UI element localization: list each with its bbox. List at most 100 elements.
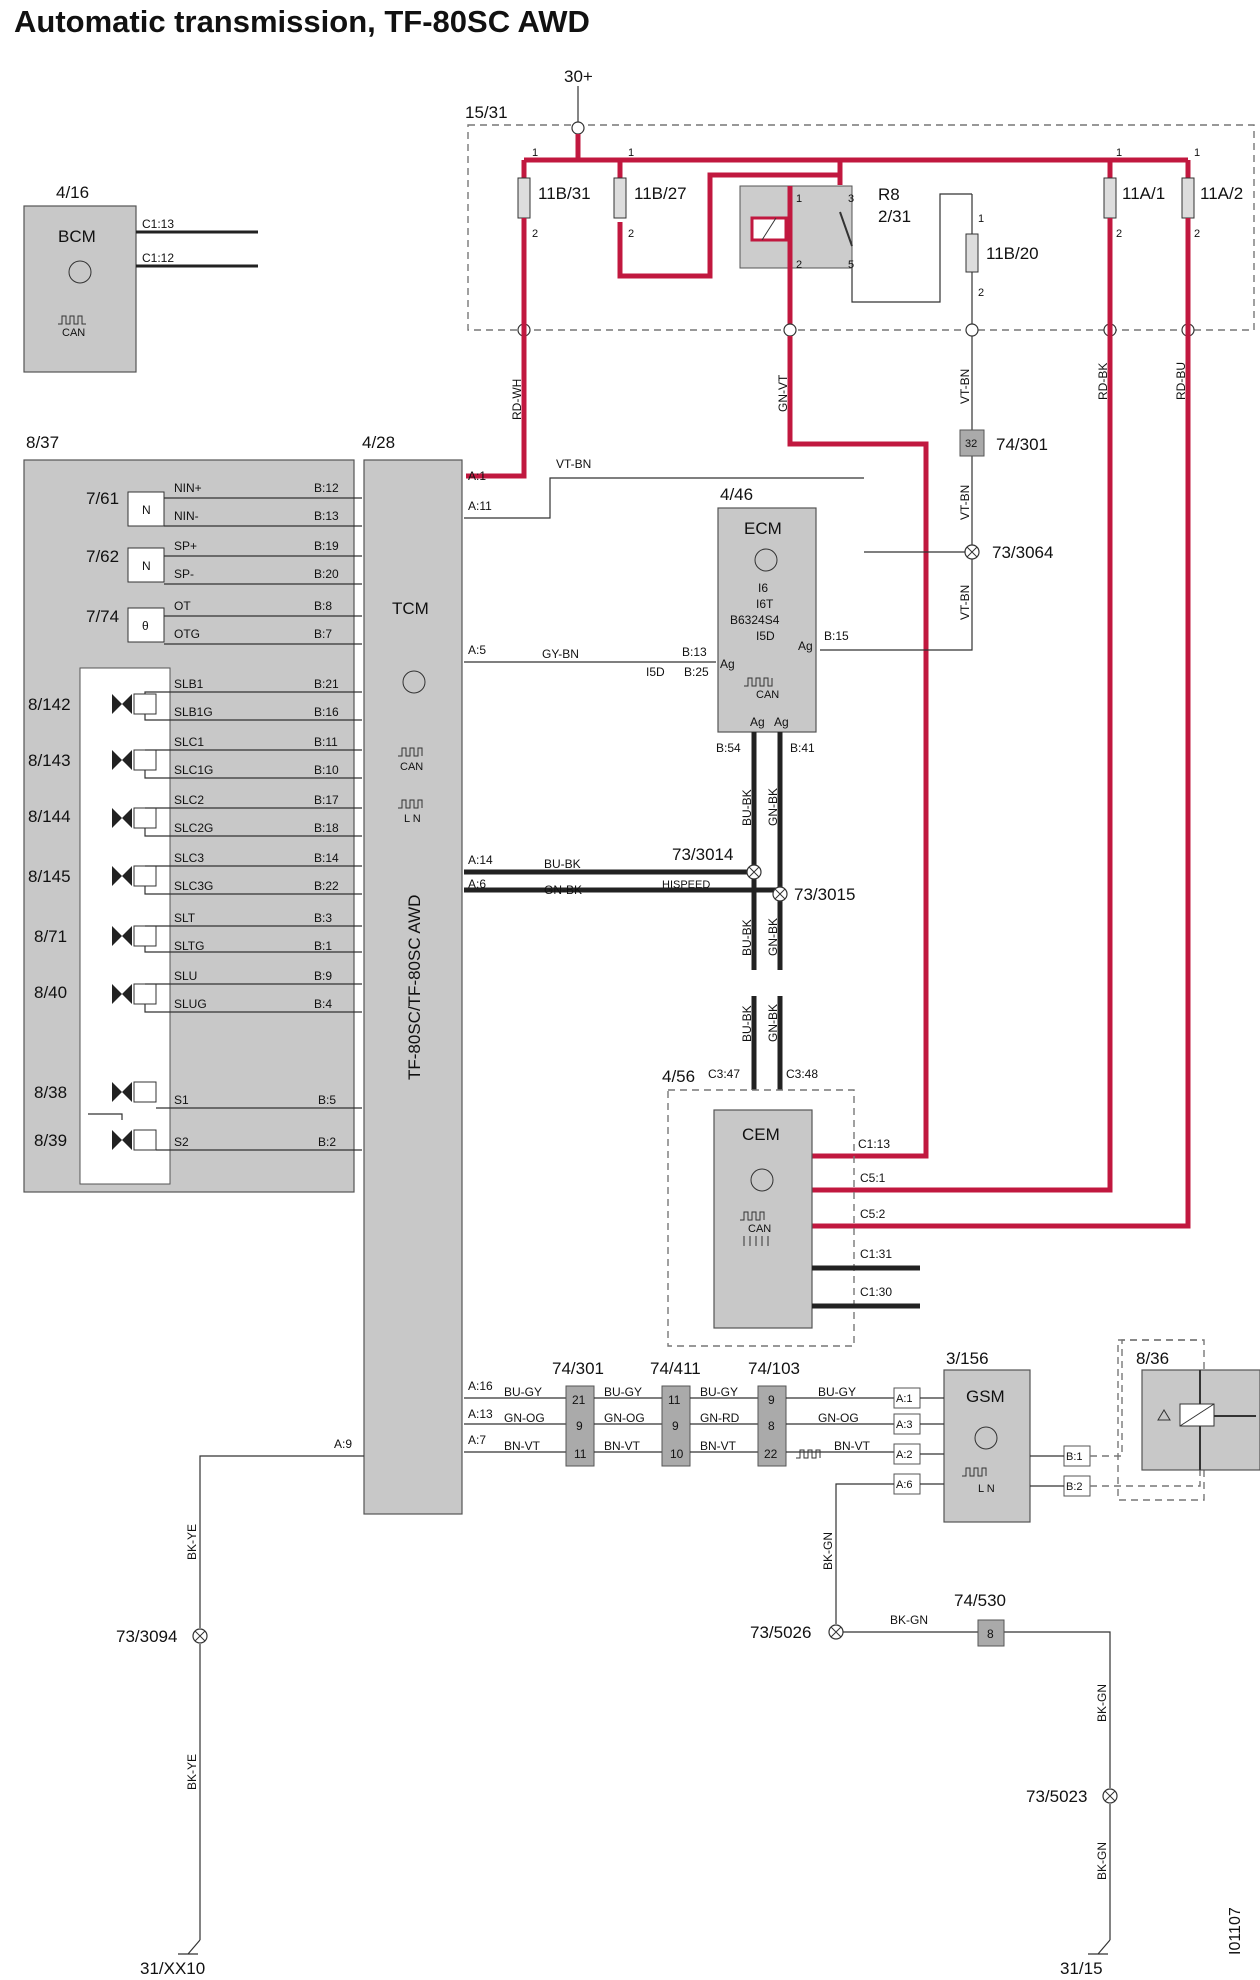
svg-text:CAN: CAN — [400, 761, 423, 773]
svg-text:B:3: B:3 — [314, 911, 332, 925]
svg-text:2: 2 — [1194, 228, 1200, 240]
svg-text:BN-VT: BN-VT — [504, 1439, 541, 1453]
shift-solenoid-8-39: 8/39 S2 B:2 — [34, 1113, 362, 1151]
svg-text:S2: S2 — [174, 1135, 189, 1149]
svg-text:C1:30: C1:30 — [860, 1285, 892, 1299]
svg-text:8/142: 8/142 — [28, 695, 71, 714]
svg-text:1: 1 — [1194, 147, 1200, 159]
svg-text:A:14: A:14 — [468, 853, 493, 867]
svg-text:BN-VT: BN-VT — [700, 1439, 737, 1453]
svg-text:11B/20: 11B/20 — [986, 244, 1039, 263]
svg-text:VT-BN: VT-BN — [958, 485, 972, 520]
svg-text:SLC3: SLC3 — [174, 851, 204, 865]
ground-31-15: 31/15 — [1060, 1939, 1111, 1978]
tcm-module: TCM CAN L N TF-80SC/TF-80SC AWD — [363, 459, 463, 1515]
tcm-id: 4/28 — [362, 433, 395, 452]
ecm-module: ECM I6 I6T B6324S4 I5D CAN Ag Ag — [717, 507, 817, 733]
svg-text:Ag: Ag — [750, 715, 765, 729]
svg-text:SLC2G: SLC2G — [174, 821, 213, 835]
svg-text:10: 10 — [670, 1447, 684, 1461]
svg-text:BU-BK: BU-BK — [740, 919, 754, 956]
svg-text:B:17: B:17 — [314, 793, 339, 807]
svg-text:2: 2 — [796, 259, 802, 271]
svg-text:SLB1: SLB1 — [174, 677, 204, 691]
svg-text:A:1: A:1 — [896, 1393, 913, 1405]
svg-text:SLTG: SLTG — [174, 939, 204, 953]
svg-text:BU-GY: BU-GY — [700, 1385, 738, 1399]
wire-gn-vt — [787, 336, 929, 1159]
svg-text:22: 22 — [764, 1447, 778, 1461]
svg-text:TCM: TCM — [392, 599, 429, 618]
svg-text:A:3: A:3 — [896, 1419, 913, 1431]
svg-text:Ag: Ag — [798, 639, 813, 653]
svg-text:SP+: SP+ — [174, 539, 197, 553]
svg-text:GN-BK: GN-BK — [766, 918, 780, 956]
svg-text:C1:12: C1:12 — [142, 251, 174, 265]
bcm-module: BCM CAN — [23, 205, 137, 373]
svg-text:B:16: B:16 — [314, 705, 339, 719]
svg-text:B:1: B:1 — [1066, 1451, 1083, 1463]
svg-text:SP-: SP- — [174, 567, 194, 581]
svg-text:B:14: B:14 — [314, 851, 339, 865]
svg-text:BN-VT: BN-VT — [834, 1439, 871, 1453]
svg-text:8/145: 8/145 — [28, 867, 71, 886]
svg-text:B:12: B:12 — [314, 481, 339, 495]
svg-text:NIN+: NIN+ — [174, 481, 202, 495]
svg-text:C5:2: C5:2 — [860, 1207, 886, 1221]
wire-vt-bn — [820, 336, 973, 651]
svg-text:GSM: GSM — [966, 1387, 1005, 1406]
svg-text:1: 1 — [532, 147, 538, 159]
svg-text:7/61: 7/61 — [86, 489, 119, 508]
svg-text:8/38: 8/38 — [34, 1083, 67, 1102]
svg-text:BK-GN: BK-GN — [1095, 1684, 1109, 1722]
svg-text:GN-OG: GN-OG — [818, 1411, 859, 1425]
svg-text:B:7: B:7 — [314, 627, 332, 641]
module-836-id: 8/36 — [1136, 1349, 1169, 1368]
solenoid-8-71: 8/71 SLT SLTG B:3 B:1 — [34, 911, 362, 953]
svg-text:BK-YE: BK-YE — [185, 1754, 199, 1790]
svg-text:3: 3 — [848, 193, 854, 205]
solenoid-8-144: 8/144 SLC2 SLC2G B:17 B:18 — [28, 793, 362, 837]
page-title: Automatic transmission, TF-80SC AWD — [14, 4, 590, 39]
fuse-11b27: 11B/27 1 2 — [613, 147, 687, 240]
svg-text:BU-BK: BU-BK — [544, 857, 581, 871]
svg-text:74/301: 74/301 — [996, 435, 1048, 454]
ecm-id: 4/46 — [720, 485, 753, 504]
svg-text:C1:13: C1:13 — [142, 217, 174, 231]
supply-label: 30+ — [564, 67, 593, 86]
svg-text:B:2: B:2 — [318, 1135, 336, 1149]
svg-text:2: 2 — [532, 228, 538, 240]
svg-text:BU-GY: BU-GY — [604, 1385, 642, 1399]
svg-text:C1:31: C1:31 — [860, 1247, 892, 1261]
wire-rd-wh — [466, 218, 527, 479]
wire-rd-bk — [810, 218, 1113, 1193]
svg-text:73/5023: 73/5023 — [1026, 1787, 1087, 1806]
svg-text:2: 2 — [628, 228, 634, 240]
svg-text:8: 8 — [768, 1419, 775, 1433]
svg-text:SLT: SLT — [174, 911, 196, 925]
svg-text:B:41: B:41 — [790, 741, 815, 755]
svg-text:B:13: B:13 — [314, 509, 339, 523]
svg-text:A:2: A:2 — [896, 1449, 913, 1461]
solenoid-8-142: 8/142 SLB1 SLB1G B:21 B:16 — [28, 677, 362, 721]
svg-text:73/3064: 73/3064 — [992, 543, 1053, 562]
svg-text:BU-GY: BU-GY — [818, 1385, 856, 1399]
svg-text:VT-BN: VT-BN — [958, 369, 972, 404]
solenoid-8-143: 8/143 SLC1 SLC1G B:11 B:10 — [28, 735, 362, 779]
svg-text:9: 9 — [672, 1419, 679, 1433]
can-bus-ecm-cem — [751, 732, 783, 1090]
valve-body-id: 8/37 — [26, 433, 59, 452]
svg-text:SLB1G: SLB1G — [174, 705, 213, 719]
svg-text:GN-VT: GN-VT — [776, 374, 790, 412]
svg-text:B:18: B:18 — [314, 821, 339, 835]
svg-text:SLUG: SLUG — [174, 997, 207, 1011]
svg-text:VT-BN: VT-BN — [556, 457, 591, 471]
svg-text:RD-BU: RD-BU — [1174, 362, 1188, 400]
svg-text:B:5: B:5 — [318, 1093, 336, 1107]
module-836-outline — [1117, 1339, 1205, 1501]
svg-text:B:8: B:8 — [314, 599, 332, 613]
svg-text:SLU: SLU — [174, 969, 197, 983]
svg-text:B:19: B:19 — [314, 539, 339, 553]
svg-text:B6324S4: B6324S4 — [730, 613, 780, 627]
svg-text:HISPEED: HISPEED — [662, 879, 710, 891]
